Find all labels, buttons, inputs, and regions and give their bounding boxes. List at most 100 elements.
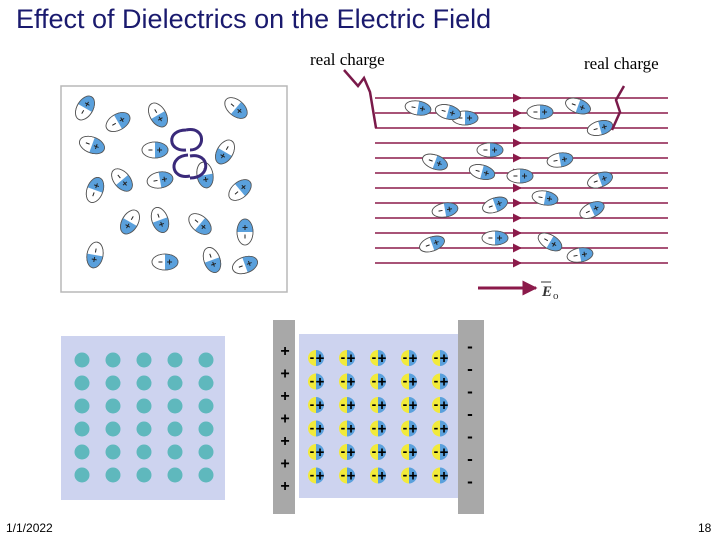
pointer-left bbox=[343, 69, 378, 129]
dipole-molecule bbox=[546, 152, 574, 168]
dipole-molecule bbox=[404, 100, 432, 116]
polarized-molecule: -+ bbox=[401, 420, 418, 438]
svg-text:+: + bbox=[347, 444, 356, 461]
svg-text:-: - bbox=[372, 467, 377, 483]
svg-text:-: - bbox=[372, 420, 377, 436]
dipole-molecule bbox=[141, 141, 169, 159]
molecule-dot bbox=[74, 352, 90, 368]
molecule-dot bbox=[105, 352, 121, 368]
svg-text:+: + bbox=[409, 421, 418, 438]
svg-text:-: - bbox=[434, 373, 439, 389]
dipole-molecule bbox=[215, 139, 235, 165]
svg-text:+: + bbox=[440, 468, 449, 485]
molecule-dot bbox=[167, 398, 183, 414]
molecule-dot bbox=[105, 467, 121, 483]
polarized-molecule: -+ bbox=[432, 373, 449, 391]
dipole-molecule bbox=[236, 218, 254, 246]
capacitor: +-+-+-+-+-+-+- -+-+-+-+-+-+-+-+-+-+-+-+-… bbox=[273, 320, 484, 514]
dipole-molecule bbox=[224, 97, 248, 119]
dipole-molecule bbox=[431, 202, 459, 218]
svg-text:+: + bbox=[316, 397, 325, 414]
svg-text:-: - bbox=[434, 396, 439, 412]
slide-title: Effect of Dielectrics on the Electric Fi… bbox=[16, 4, 492, 34]
polarized-molecule: -+ bbox=[370, 349, 387, 367]
svg-text:-: - bbox=[372, 349, 377, 365]
dipole-molecule bbox=[565, 97, 591, 115]
svg-text:+: + bbox=[440, 444, 449, 461]
plate-charge-positive: + bbox=[280, 433, 289, 450]
svg-text:-: - bbox=[403, 467, 408, 483]
dipole-molecule bbox=[105, 112, 131, 132]
svg-text:+: + bbox=[378, 350, 387, 367]
dipole-molecule bbox=[587, 171, 613, 189]
svg-text:+: + bbox=[378, 397, 387, 414]
svg-text:+: + bbox=[347, 397, 356, 414]
plate-charge-positive: + bbox=[280, 366, 289, 383]
plate-charge-positive: + bbox=[280, 343, 289, 360]
svg-text:+: + bbox=[316, 444, 325, 461]
molecule-dot bbox=[136, 375, 152, 391]
molecule-dot bbox=[74, 398, 90, 414]
polarized-molecule: -+ bbox=[339, 373, 356, 391]
polarized-molecule: -+ bbox=[370, 420, 387, 438]
dipole-molecule bbox=[586, 120, 614, 136]
polarized-molecule: -+ bbox=[432, 443, 449, 461]
polarized-molecule: -+ bbox=[401, 373, 418, 391]
molecule-dot bbox=[167, 352, 183, 368]
svg-text:-: - bbox=[310, 420, 315, 436]
svg-text:-: - bbox=[341, 443, 346, 459]
positive-plate bbox=[273, 320, 295, 514]
svg-text:+: + bbox=[378, 468, 387, 485]
dipole-molecule bbox=[188, 213, 212, 235]
dipole-molecule bbox=[150, 207, 170, 233]
svg-text:+: + bbox=[347, 350, 356, 367]
svg-text:+: + bbox=[378, 421, 387, 438]
svg-text:+: + bbox=[378, 374, 387, 391]
dipole-molecule bbox=[566, 247, 594, 263]
svg-text:-: - bbox=[310, 467, 315, 483]
svg-text:+: + bbox=[440, 397, 449, 414]
polarized-molecule: -+ bbox=[339, 420, 356, 438]
dipole-molecule bbox=[120, 209, 140, 235]
negative-plate bbox=[458, 320, 484, 514]
molecule-dot bbox=[105, 375, 121, 391]
rotation-arrow-icon bbox=[170, 128, 208, 180]
svg-text:-: - bbox=[341, 349, 346, 365]
svg-text:-: - bbox=[403, 349, 408, 365]
real-charge-label-right: real charge bbox=[584, 54, 659, 73]
svg-text:+: + bbox=[409, 374, 418, 391]
svg-text:-: - bbox=[372, 443, 377, 459]
molecule-dot bbox=[136, 352, 152, 368]
svg-text:-: - bbox=[434, 349, 439, 365]
molecule-dot bbox=[136, 467, 152, 483]
molecule-dot bbox=[74, 444, 90, 460]
polarized-molecule: -+ bbox=[432, 349, 449, 367]
polarized-molecule: -+ bbox=[432, 420, 449, 438]
svg-text:-: - bbox=[310, 373, 315, 389]
polarized-molecule: -+ bbox=[339, 467, 356, 485]
svg-text:-: - bbox=[403, 420, 408, 436]
svg-text:+: + bbox=[409, 350, 418, 367]
dipole-molecule bbox=[79, 135, 105, 155]
polarized-molecule: -+ bbox=[370, 396, 387, 414]
svg-text:-: - bbox=[341, 396, 346, 412]
svg-text:-: - bbox=[434, 467, 439, 483]
svg-text:-: - bbox=[341, 420, 346, 436]
polarized-molecule: -+ bbox=[308, 349, 325, 367]
dipole-molecule bbox=[526, 104, 554, 120]
polarized-molecule: -+ bbox=[432, 467, 449, 485]
pointer-right bbox=[610, 85, 626, 131]
molecule-dot bbox=[136, 421, 152, 437]
dipole-molecule bbox=[419, 235, 445, 253]
polarized-molecule: -+ bbox=[339, 396, 356, 414]
polarized-molecule: -+ bbox=[401, 443, 418, 461]
polarized-molecule: -+ bbox=[339, 443, 356, 461]
dipole-molecule bbox=[537, 232, 563, 252]
plate-charge-negative: - bbox=[467, 382, 473, 401]
page-number: 18 bbox=[698, 521, 712, 535]
molecule-dot bbox=[198, 375, 214, 391]
plate-charge-positive: + bbox=[280, 411, 289, 428]
plate-charge-negative: - bbox=[467, 472, 473, 491]
molecule-dot bbox=[198, 352, 214, 368]
